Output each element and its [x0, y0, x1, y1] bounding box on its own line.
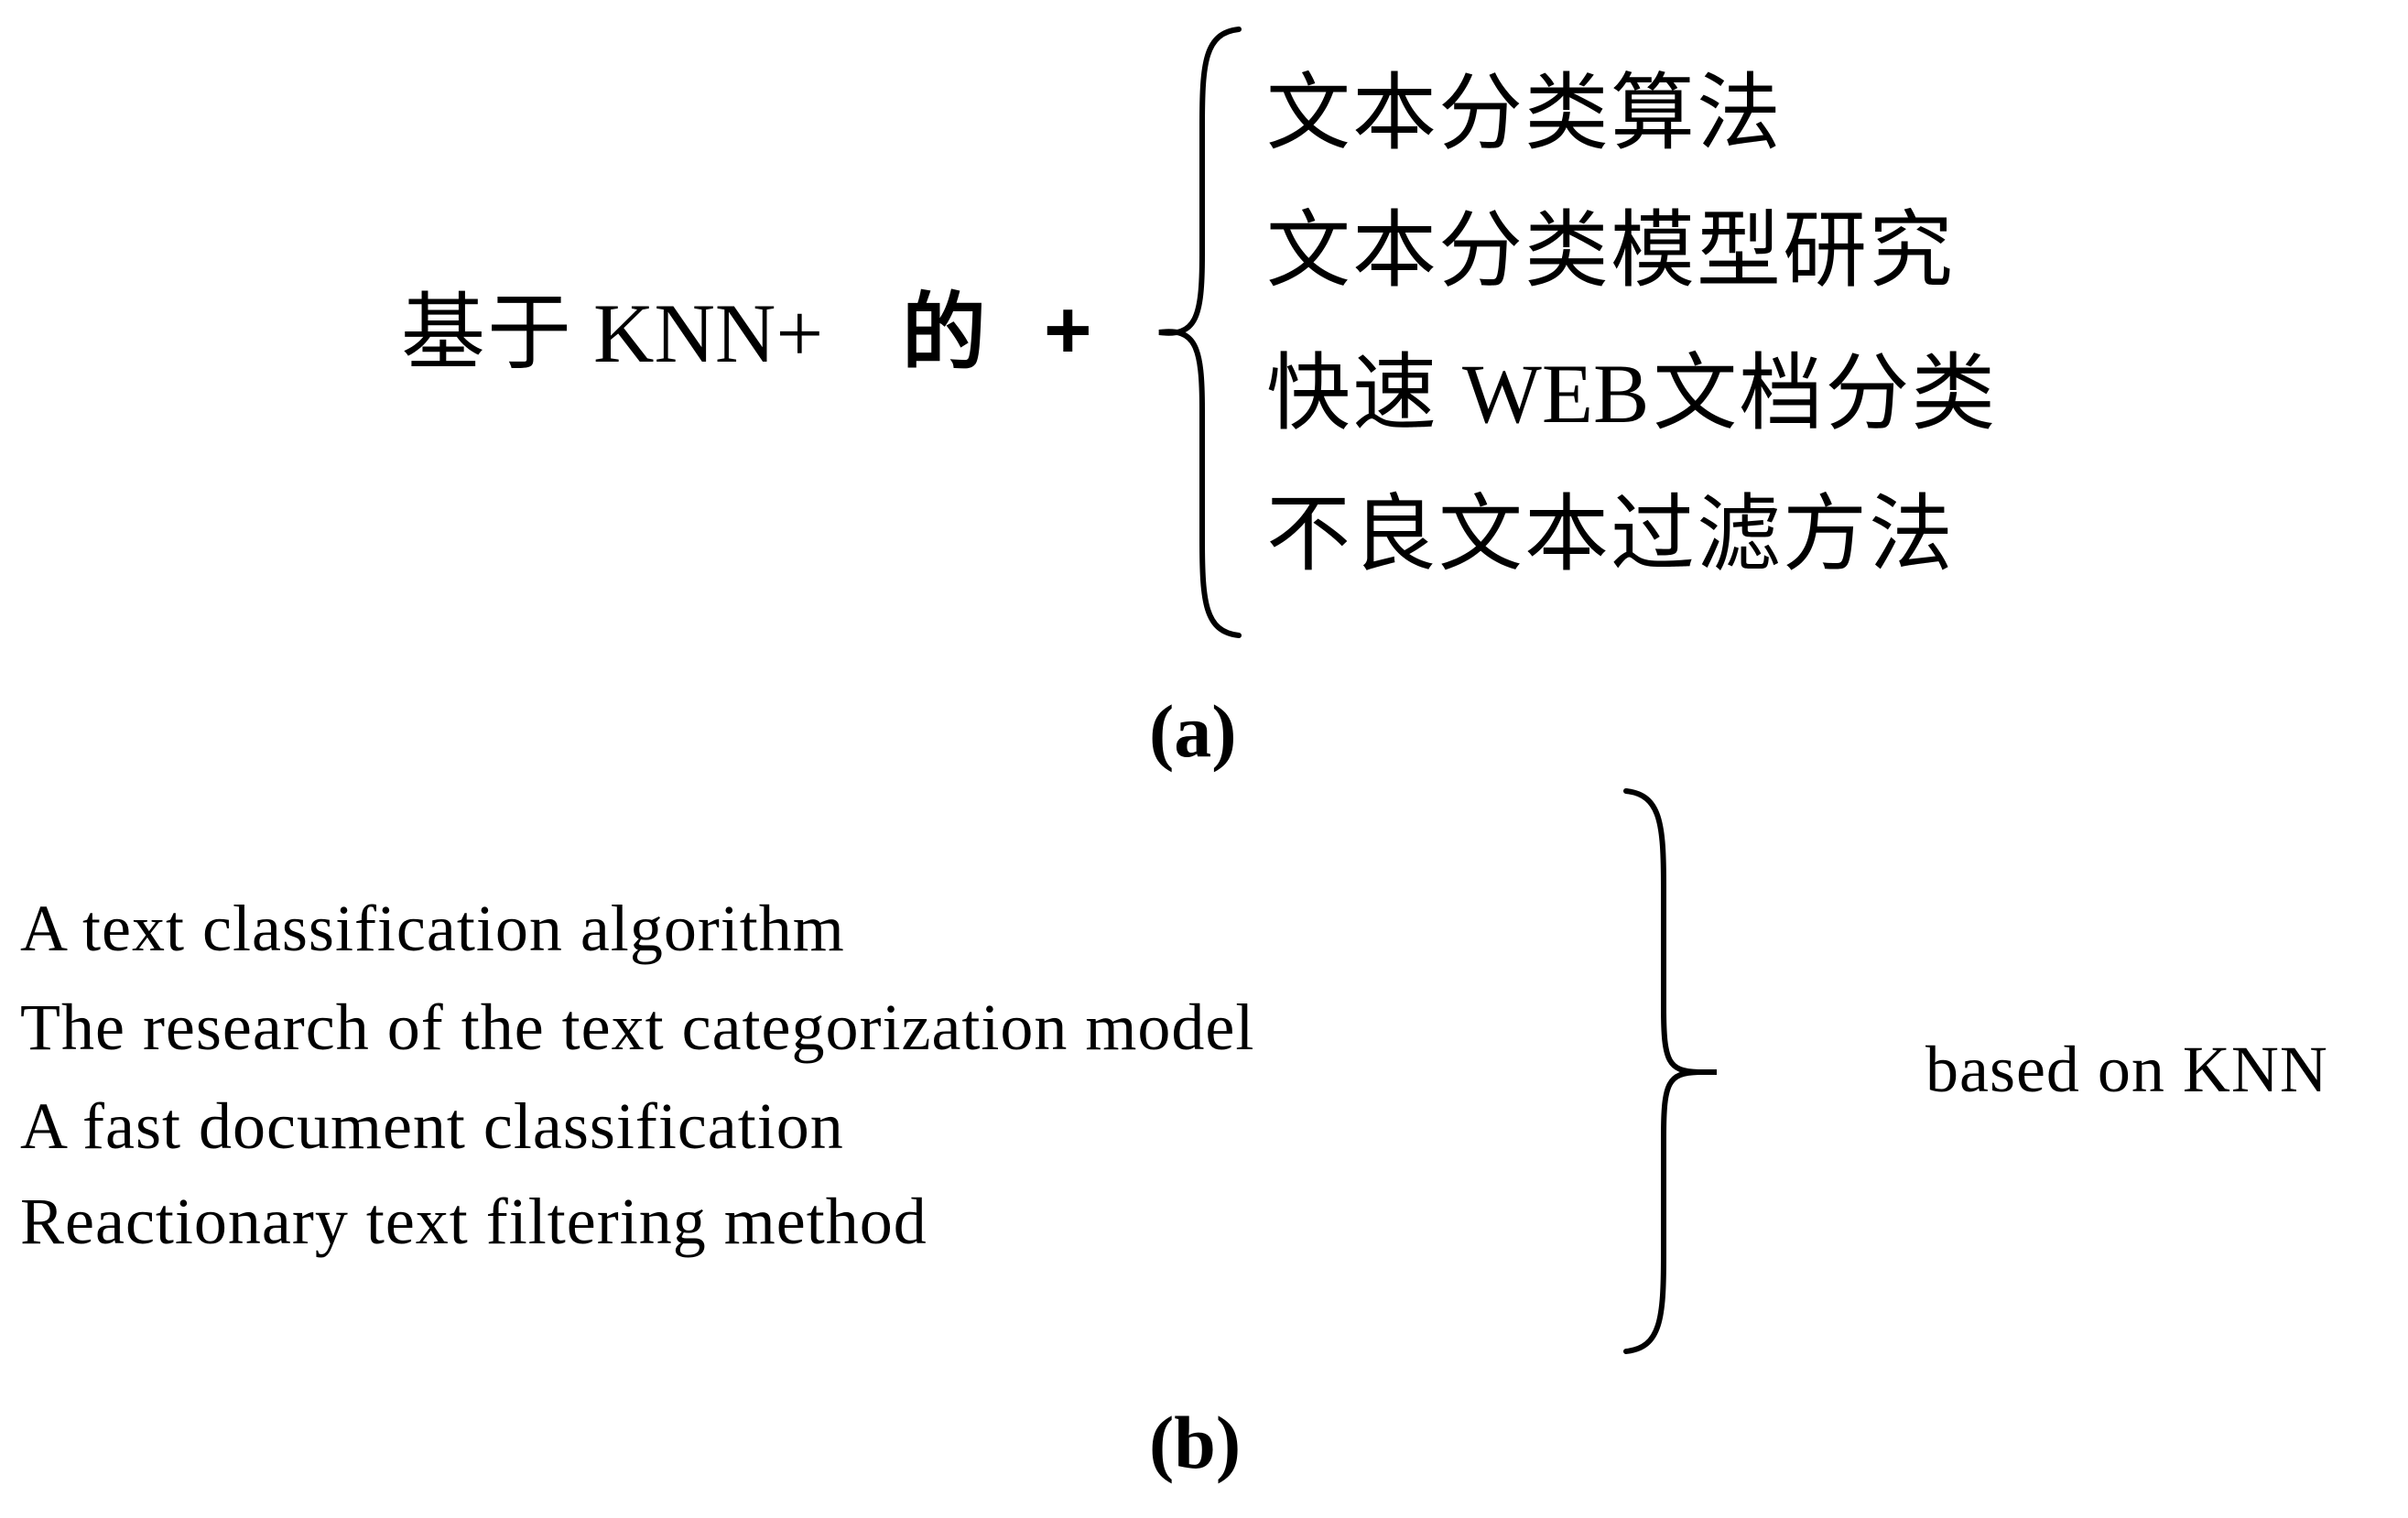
prefix-chinese: 基于: [401, 284, 574, 382]
item-a-4: 不良文本过滤方法: [1266, 485, 1956, 583]
item-a-3-cn2: 文档分类: [1653, 344, 1998, 442]
prefix-knn: KNN+: [593, 287, 824, 380]
caption-a: (a): [1149, 689, 1237, 773]
item-b-2: The research of the text categorization …: [20, 991, 1255, 1064]
item-b-4: Reactionary text filtering method: [20, 1185, 927, 1258]
right-brace-b: [1623, 788, 1717, 1354]
left-brace-a: [1158, 27, 1242, 638]
de-char: 的: [902, 284, 987, 382]
item-b-1: A text classification algorithm: [20, 892, 845, 965]
plus-sign: +: [1044, 285, 1092, 376]
item-a-3: 快速 WEB 文档分类: [1266, 352, 1997, 437]
suffix-based-on-knn: based on KNN: [1925, 1033, 2328, 1106]
panel-a-prefix: 基于 KNN+: [401, 291, 823, 376]
item-a-1: 文本分类算法: [1266, 64, 1784, 162]
item-a-3-web: WEB: [1462, 347, 1650, 440]
caption-b: (b): [1149, 1401, 1242, 1484]
item-a-2: 文本分类模型研究: [1266, 201, 1956, 299]
item-b-3: A fast document classification: [20, 1090, 844, 1163]
item-a-3-cn1: 快速: [1266, 344, 1439, 442]
